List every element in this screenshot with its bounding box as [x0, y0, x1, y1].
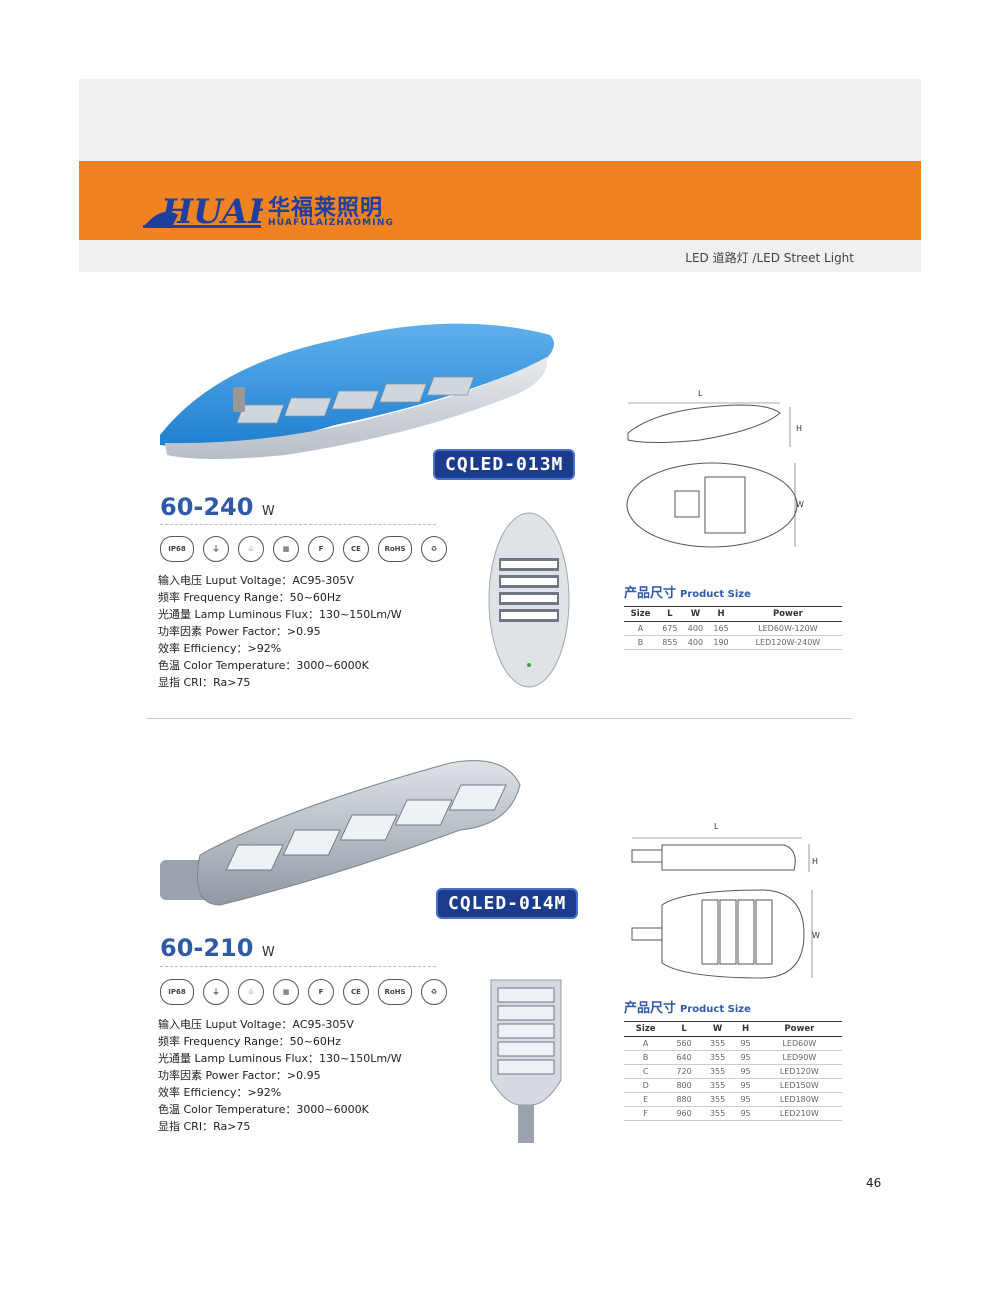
dim-label-h: H: [812, 857, 819, 866]
spec-line: 效率 Efficiency：>92%: [158, 642, 282, 655]
product-2-model-badge: CQLED-014M: [436, 888, 579, 919]
spec-line: 光通量 Lamp Luminous Flux：130~150Lm/W: [158, 608, 402, 621]
spec-line: 功率因素 Power Factor：>0.95: [158, 625, 321, 638]
spec-line: 效率 Efficiency：>92%: [158, 1086, 282, 1099]
spec-line: 输入电压 Luput Voltage：AC95-305V: [158, 1018, 354, 1031]
product-1-watt: 60-240 W: [160, 493, 275, 521]
product-1-cert-row: IP68 ⏚ ♧ ▦ F CE RoHS ♻: [160, 536, 447, 562]
size-title-en: Product Size: [680, 589, 751, 600]
recycle-cert-icon: ♻: [421, 536, 447, 562]
dim-label-l: L: [714, 822, 719, 831]
size-title-cn: 产品尺寸: [624, 1001, 677, 1016]
table-header: Power: [733, 606, 842, 622]
brand-name-en: HUAFULAIZHAOMING: [268, 218, 395, 228]
product-1-bottom-view: [488, 512, 570, 688]
product-2-divider: [160, 966, 436, 967]
ip68-cert-icon: IP68: [160, 536, 194, 562]
spec-line: 输入电压 Luput Voltage：AC95-305V: [158, 574, 354, 587]
eco-cert-icon: ♧: [238, 979, 264, 1005]
brand-name-cn: 华福莱照明: [268, 196, 384, 221]
mesh-cert-icon: ▦: [273, 536, 299, 562]
product-1-model-badge: CQLED-013M: [433, 449, 576, 480]
spec-line: 显指 CRI：Ra>75: [158, 1120, 251, 1133]
table-header: Size: [624, 1021, 668, 1037]
product-2-photo: [160, 760, 521, 906]
rohs-cert-icon: RoHS: [378, 979, 412, 1005]
table-header: W: [682, 606, 709, 622]
table-header: H: [734, 1021, 757, 1037]
product-1-divider: [160, 524, 436, 525]
ce-cert-icon: CE: [343, 979, 369, 1005]
header-bottom-band: [79, 240, 921, 272]
ground-cert-icon: ⏚: [203, 979, 229, 1005]
product-1-watt-range: 60-240: [160, 493, 254, 521]
product-2-dimension-drawing: [631, 837, 813, 979]
ground-cert-icon: ⏚: [203, 536, 229, 562]
header-top-band: [79, 79, 921, 161]
size-title-en: Product Size: [680, 1004, 751, 1015]
product-2-watt-unit: W: [261, 945, 275, 960]
spec-line: 色温 Color Temperature：3000~6000K: [158, 659, 369, 672]
recycle-cert-icon: ♻: [421, 979, 447, 1005]
ip68-cert-icon: IP68: [160, 979, 194, 1005]
size-title-cn: 产品尺寸: [624, 586, 677, 601]
section-separator: [146, 718, 852, 719]
rohs-cert-icon: RoHS: [378, 536, 412, 562]
page-number: 46: [866, 1176, 882, 1190]
product-2-specs: 输入电压 Luput Voltage：AC95-305V 频率 Frequenc…: [158, 1016, 402, 1135]
spec-line: 功率因素 Power Factor：>0.95: [158, 1069, 321, 1082]
spec-line: 显指 CRI：Ra>75: [158, 676, 251, 689]
f-cert-icon: F: [308, 536, 334, 562]
eco-cert-icon: ♧: [238, 536, 264, 562]
table-header: W: [700, 1021, 735, 1037]
table-header: Size: [624, 606, 658, 622]
brand-logo-icon: HUAFL: [143, 192, 263, 230]
category-label: LED 道路灯 /LED Street Light: [685, 251, 854, 265]
dim-label-h: H: [796, 424, 803, 433]
table-header: H: [708, 606, 734, 622]
spec-line: 色温 Color Temperature：3000~6000K: [158, 1103, 369, 1116]
product-1-dimension-drawing: [626, 402, 798, 548]
f-cert-icon: F: [308, 979, 334, 1005]
dim-label-w: W: [796, 500, 804, 509]
table-header: L: [667, 1021, 701, 1037]
spec-line: 光通量 Lamp Luminous Flux：130~150Lm/W: [158, 1052, 402, 1065]
svg-text:HUAFL: HUAFL: [160, 192, 263, 230]
ce-cert-icon: CE: [343, 536, 369, 562]
product-1-photo: [160, 323, 554, 459]
product-2-cert-row: IP68 ⏚ ♧ ▦ F CE RoHS ♻: [160, 979, 447, 1005]
spec-line: 频率 Frequency Range：50~60Hz: [158, 1035, 341, 1048]
product-2-bottom-view: [490, 979, 562, 1143]
dim-label-l: L: [698, 389, 703, 398]
dim-label-w: W: [812, 931, 820, 940]
spec-line: 频率 Frequency Range：50~60Hz: [158, 591, 341, 604]
product-2-watt-range: 60-210: [160, 934, 254, 962]
product-1-specs: 输入电压 Luput Voltage：AC95-305V 频率 Frequenc…: [158, 572, 402, 691]
product-1-watt-unit: W: [261, 504, 275, 519]
table-header: L: [657, 606, 683, 622]
table-header: Power: [756, 1021, 842, 1037]
product-2-watt: 60-210 W: [160, 934, 275, 962]
mesh-cert-icon: ▦: [273, 979, 299, 1005]
